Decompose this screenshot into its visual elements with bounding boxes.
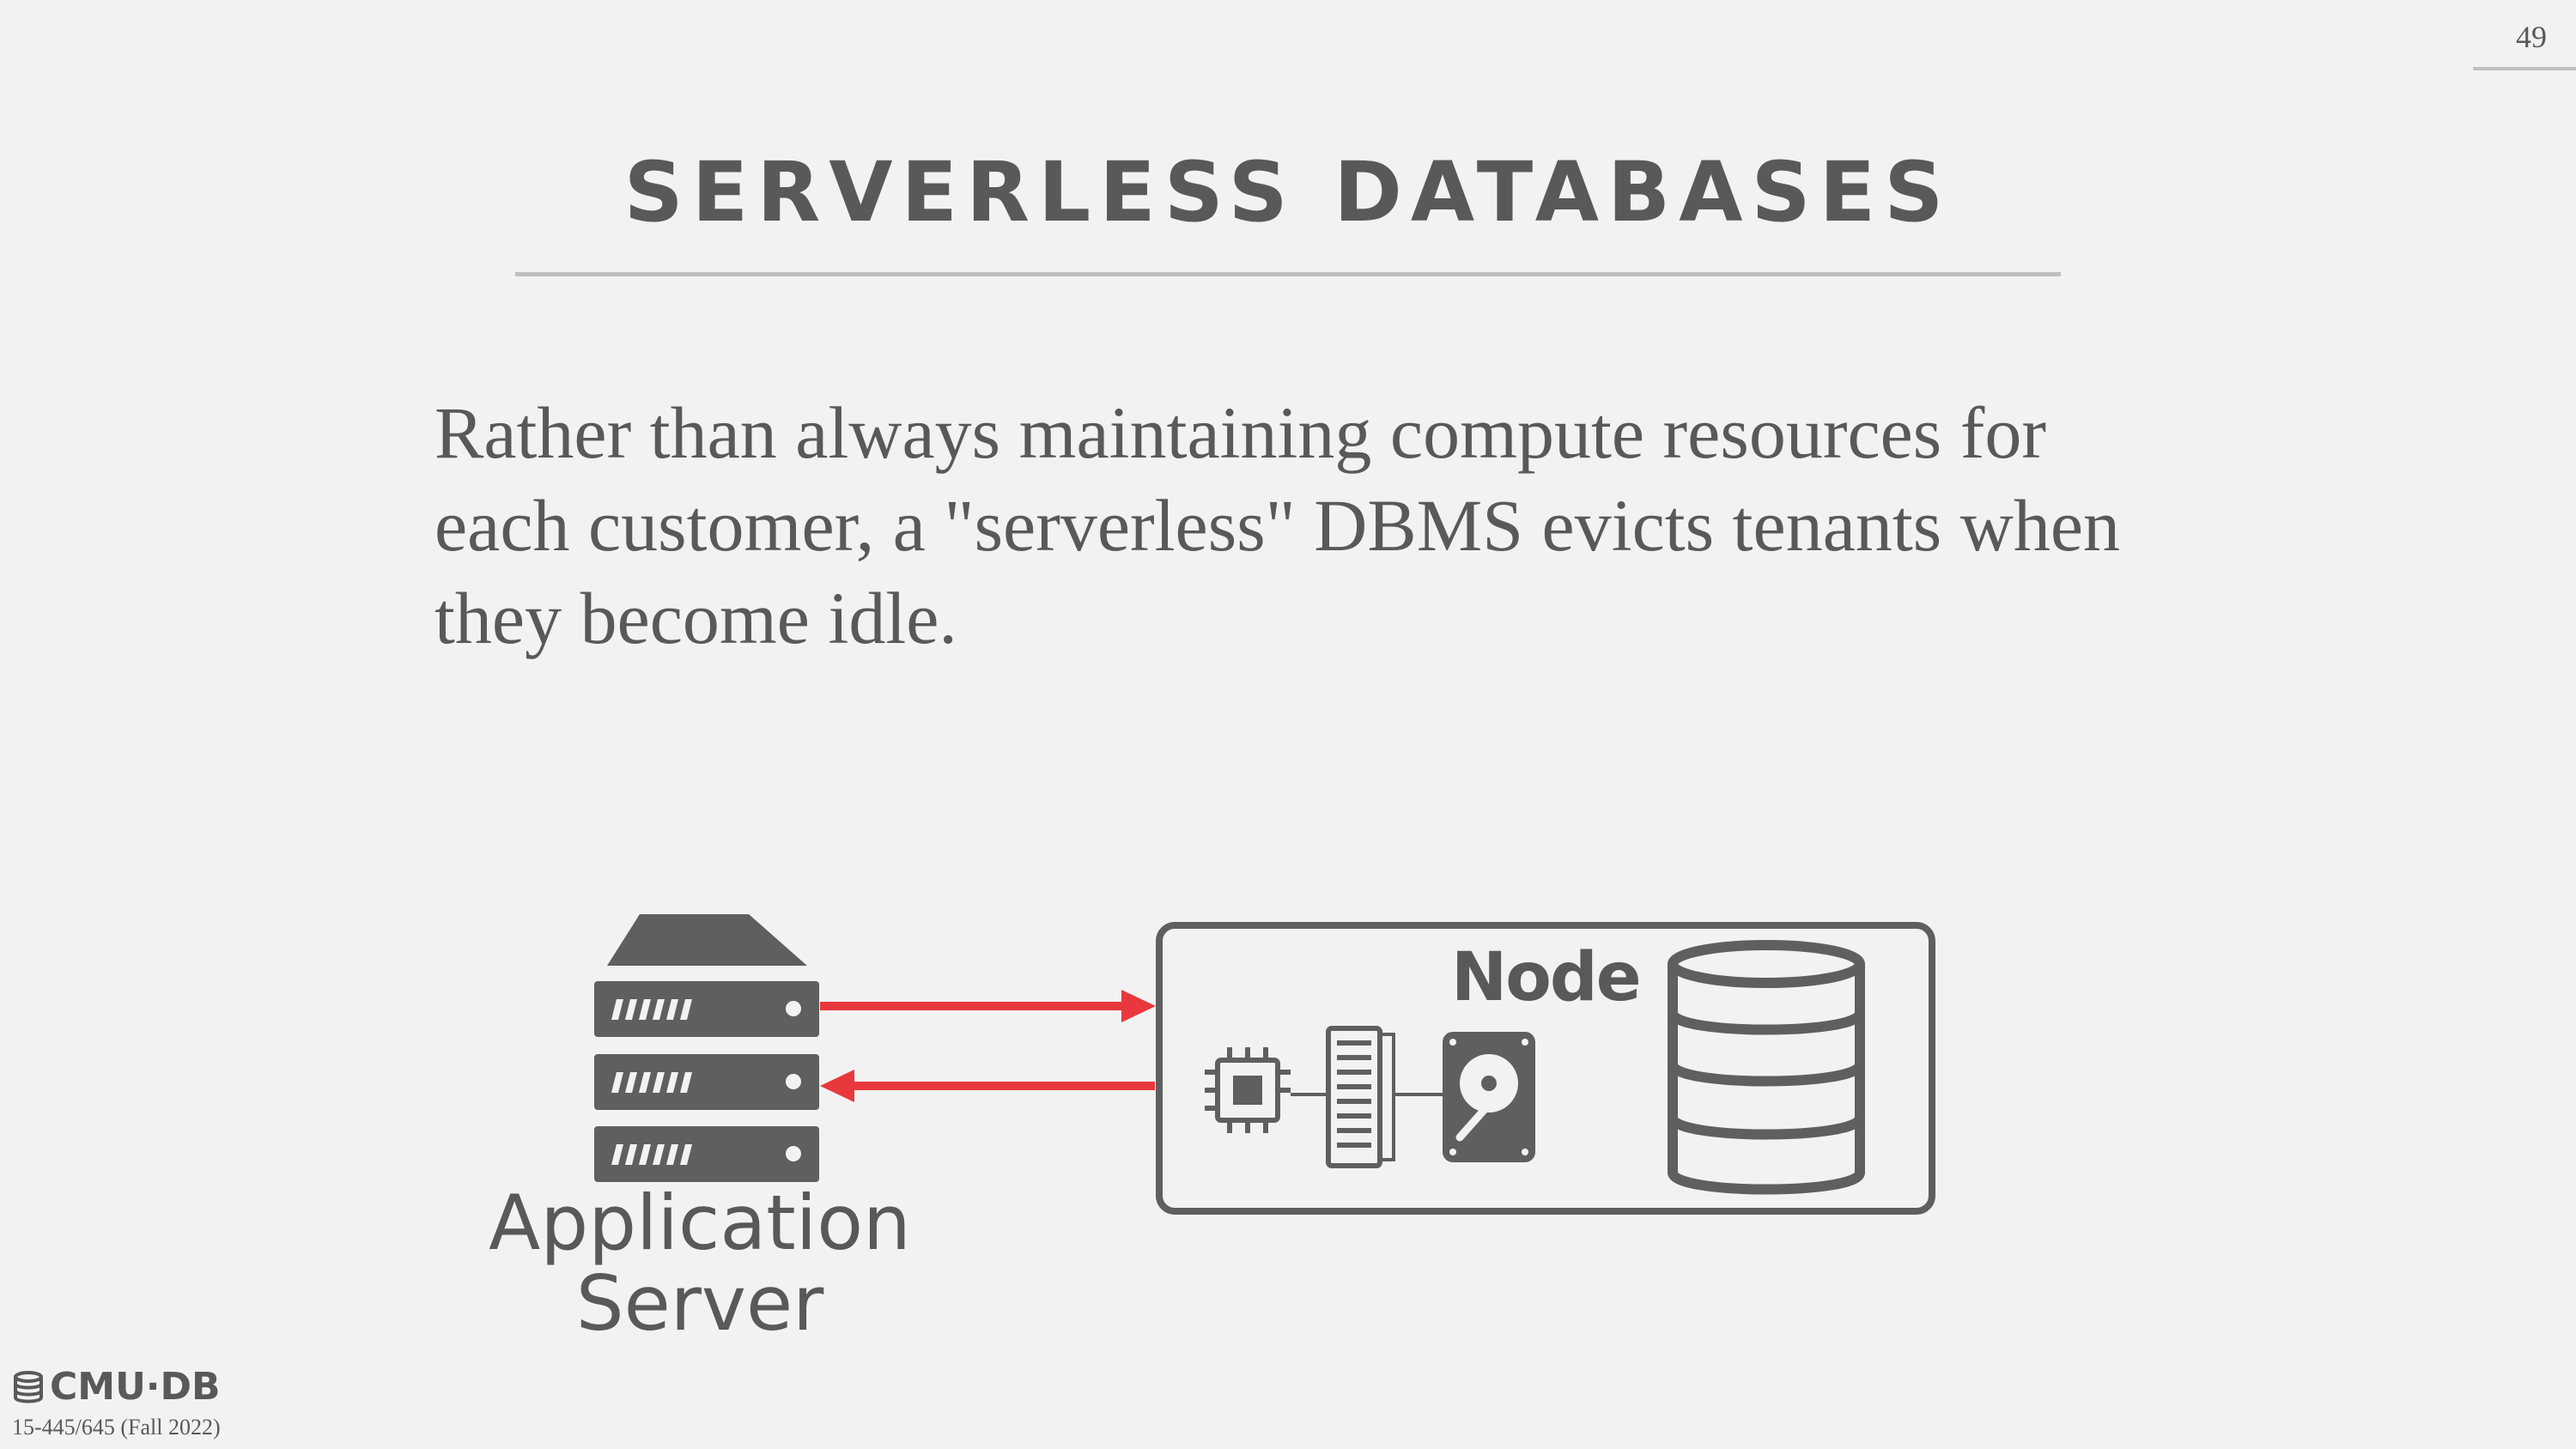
cpu-icon bbox=[1205, 1047, 1291, 1133]
title-divider bbox=[515, 272, 2061, 276]
body-text: Rather than always maintaining compute r… bbox=[434, 391, 2121, 659]
slide-title: SERVERLESS DATABASES bbox=[623, 144, 1953, 240]
request-arrow bbox=[820, 990, 1156, 1022]
memory-icon bbox=[1326, 1026, 1395, 1168]
course-label: 15-445/645 (Fall 2022) bbox=[12, 1415, 221, 1440]
slide-number: 49 bbox=[2516, 20, 2547, 54]
database-logo-icon bbox=[14, 1370, 43, 1403]
logo-text: CMU·DB bbox=[50, 1365, 221, 1409]
slide-number-rule bbox=[2473, 67, 2576, 70]
response-arrow bbox=[820, 1070, 1155, 1102]
node-label: Node bbox=[1451, 939, 1642, 1016]
node-box bbox=[1156, 922, 1935, 1215]
disk-icon bbox=[1443, 1032, 1535, 1162]
cmu-db-logo: CMU·DB bbox=[12, 1365, 221, 1409]
app-server-label: Application Server bbox=[489, 1179, 911, 1348]
server-icon bbox=[594, 914, 819, 1182]
database-icon bbox=[1668, 940, 1865, 1195]
